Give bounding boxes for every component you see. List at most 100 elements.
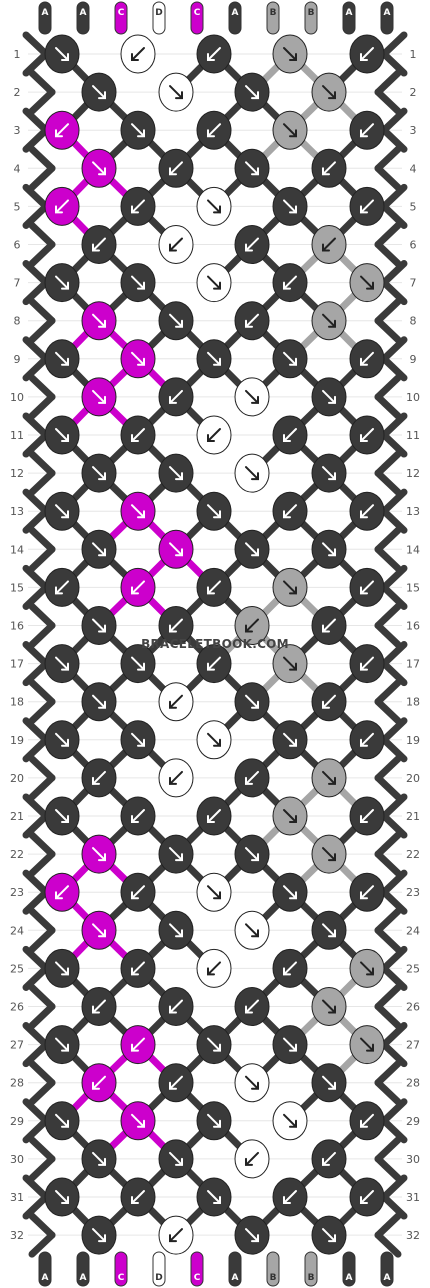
arrow-down-right-icon	[322, 1075, 336, 1090]
edge-thread	[28, 1212, 56, 1239]
arrow-down-right-icon	[55, 1113, 69, 1128]
arrow-down-right-icon	[169, 923, 183, 938]
knot	[120, 1177, 156, 1217]
strand-label: A	[346, 8, 353, 18]
edge-thread	[22, 31, 50, 58]
edge-thread	[22, 736, 50, 763]
edge-thread	[380, 869, 408, 896]
arrow-down-left-icon	[322, 618, 336, 633]
knot	[234, 148, 270, 188]
arrow-down-right-icon	[92, 313, 106, 328]
arrow-down-right-icon	[131, 656, 145, 671]
knot	[44, 491, 80, 531]
knot	[272, 796, 308, 836]
knot	[196, 644, 232, 684]
knot	[196, 567, 232, 607]
arrow-down-right-icon	[55, 47, 69, 61]
knot	[234, 682, 270, 722]
knot	[349, 491, 385, 531]
knot	[311, 225, 347, 264]
knot	[196, 491, 232, 531]
knot	[234, 1063, 270, 1103]
knot	[158, 377, 194, 417]
edge-thread	[28, 164, 56, 191]
knot	[81, 1139, 117, 1179]
arrow-down-left-icon	[169, 389, 183, 404]
arrow-down-left-icon	[283, 961, 297, 976]
arrow-down-right-icon	[92, 466, 106, 481]
arrow-down-right-icon	[245, 1075, 259, 1090]
arrow-down-right-icon	[92, 847, 106, 862]
knot	[81, 225, 117, 264]
strand-label: D	[155, 1273, 162, 1283]
strand-label: D	[155, 8, 162, 18]
strand-end-bottom: B	[304, 1251, 318, 1287]
arrow-down-left-icon	[360, 809, 374, 823]
edge-thread	[374, 69, 402, 96]
edge-thread	[22, 1041, 50, 1068]
arrow-down-right-icon	[55, 351, 69, 366]
strand-end-top: A	[38, 1, 52, 35]
knot	[196, 1177, 232, 1217]
strand-label: C	[194, 1273, 201, 1283]
arrow-down-right-icon	[283, 732, 297, 747]
arrow-down-left-icon	[92, 999, 106, 1014]
knot	[44, 720, 80, 760]
knot	[158, 606, 194, 645]
edge-thread	[22, 507, 50, 534]
knot	[234, 606, 270, 645]
edge-thread	[22, 717, 50, 744]
arrow-down-left-icon	[207, 809, 221, 823]
row-number-left: 26	[10, 1001, 24, 1014]
knot	[44, 1177, 80, 1217]
arrow-down-right-icon	[360, 1037, 374, 1052]
knot	[272, 720, 308, 760]
arrow-down-right-icon	[92, 694, 106, 709]
knot-grid	[44, 34, 385, 1255]
knot	[234, 377, 270, 417]
knot	[44, 872, 80, 912]
row-number-left: 5	[14, 200, 21, 213]
knot	[311, 987, 347, 1026]
row-number-right: 4	[410, 162, 417, 175]
edge-thread	[22, 1174, 50, 1201]
knot	[120, 110, 156, 150]
edge-thread	[28, 907, 56, 934]
row-number-right: 12	[406, 467, 420, 480]
row-number-left: 1	[14, 48, 21, 61]
arrow-down-left-icon	[207, 47, 221, 61]
edge-thread	[22, 126, 50, 153]
row-number-right: 30	[406, 1153, 420, 1166]
knot	[311, 1215, 347, 1255]
arrow-down-left-icon	[283, 428, 297, 442]
edge-thread	[380, 355, 408, 382]
edge-thread	[22, 336, 50, 363]
knot	[272, 1177, 308, 1217]
edge-thread	[374, 145, 402, 172]
strand-label: C	[194, 8, 201, 18]
row-number-right: 32	[406, 1229, 420, 1242]
arrow-down-left-icon	[92, 1075, 106, 1090]
arrow-down-right-icon	[55, 1190, 69, 1204]
knot	[349, 1177, 385, 1217]
knot	[272, 1025, 308, 1065]
knot	[349, 1025, 385, 1065]
knot	[349, 720, 385, 760]
arrow-down-left-icon	[322, 237, 336, 252]
edge-thread	[28, 602, 56, 629]
arrow-down-left-icon	[207, 961, 221, 976]
strand-end-bottom: C	[114, 1251, 128, 1287]
knot	[81, 1063, 117, 1103]
strand-label: A	[346, 1273, 353, 1283]
knot	[44, 1025, 80, 1065]
arrow-down-right-icon	[55, 1037, 69, 1052]
knot	[272, 948, 308, 988]
strand-thread	[152, 1251, 166, 1287]
arrow-down-right-icon	[55, 961, 69, 976]
arrow-down-right-icon	[360, 961, 374, 976]
knot	[81, 910, 117, 950]
arrow-down-left-icon	[169, 618, 183, 633]
arrow-down-right-icon	[322, 542, 336, 557]
edge-thread	[28, 450, 56, 477]
edge-thread	[22, 1098, 50, 1125]
